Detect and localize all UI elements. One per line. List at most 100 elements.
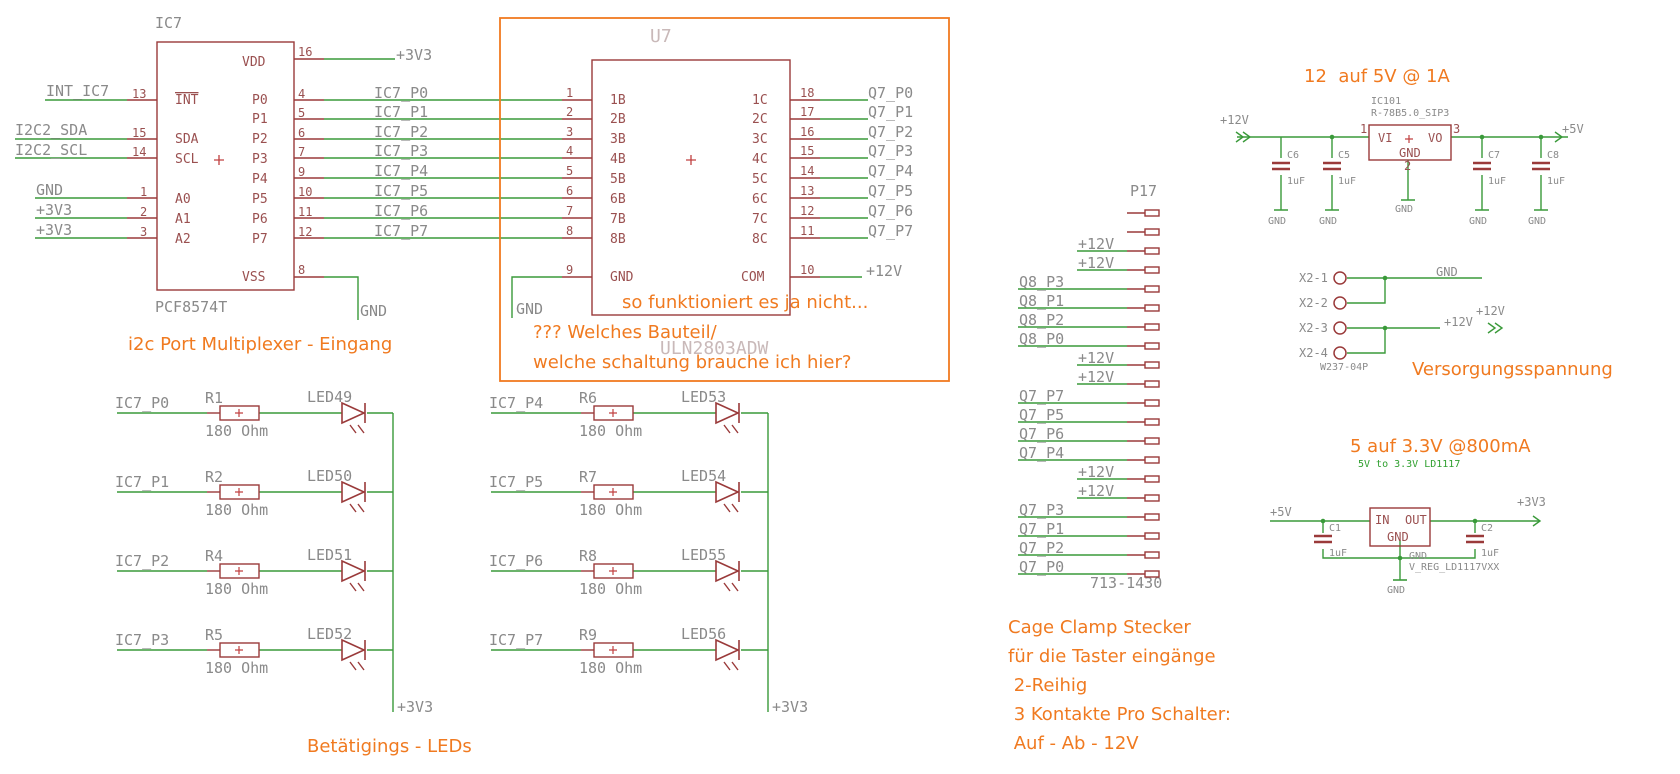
u7-uln2803[interactable]: U7 ULN2803ADW 1B 2B 3B 4B 5B 6B 7B 8B GN… <box>499 17 950 382</box>
net-q7-p5: Q7_P5 <box>868 182 913 200</box>
p17-pin-11[interactable]: Q7_P7 <box>1018 387 1160 407</box>
x2-supply-connector[interactable]: X2-1 X2-2 X2-3 X2-4 W237-04P GND +12V +1… <box>1299 265 1613 380</box>
ic7-pinnum-13: 13 <box>132 87 146 101</box>
cap-c1-val: 1uF <box>1329 548 1347 559</box>
p17-pin-8[interactable]: Q8_P0 <box>1018 330 1160 350</box>
regulator-12v-5v[interactable]: 12 auf 5V @ 1A +12V +5V IC101 R-78B5.0_S… <box>1220 66 1584 227</box>
ic7-pin-sda: SDA <box>175 132 199 147</box>
p17-pin-7[interactable]: Q8_P2 <box>1018 311 1160 331</box>
p17-pin-10[interactable]: +12V <box>1077 368 1160 388</box>
ic7-pin-p3: P3 <box>252 152 268 167</box>
u7-num-13: 13 <box>800 184 814 198</box>
ic7-origin-cross <box>214 155 224 165</box>
ic7-body <box>156 41 295 291</box>
ic7-pcf8574t[interactable]: IC7 PCF8574T VDD INT P0 P1 SDA P2 SCL P3… <box>15 14 562 355</box>
note-supply: Versorgungsspannung <box>1412 359 1613 380</box>
p17-pin-3[interactable]: +12V <box>1077 235 1160 255</box>
ic7-pinnum-9: 9 <box>298 165 305 179</box>
p17-pin-12[interactable]: Q7_P5 <box>1018 406 1160 426</box>
p17-net-label: +12V <box>1078 349 1114 367</box>
p17-connector[interactable]: P17 713-1430 +12V+12VQ8_P3Q8_P1Q8_P2Q8_P… <box>1018 182 1162 592</box>
ic7-pinnum-11: 11 <box>298 205 312 219</box>
ic7-pin-int: INT <box>175 93 199 108</box>
led-ref: LED56 <box>681 625 726 643</box>
reg33-net-in: +5V <box>1270 505 1292 519</box>
p17-pin-15[interactable]: +12V <box>1077 463 1160 483</box>
u7-num-7: 7 <box>566 204 573 218</box>
p17-pin-6[interactable]: Q8_P1 <box>1018 292 1160 312</box>
resistor-value: 180 Ohm <box>205 580 268 598</box>
u7-num-10: 10 <box>800 263 814 277</box>
resistor-ref: R9 <box>579 626 597 644</box>
reg12-pin-num-1: 1 <box>1360 122 1367 136</box>
net-vdd-3v3: +3V3 <box>396 46 432 64</box>
led-right-supply-label: +3V3 <box>772 698 808 716</box>
p17-pin-5[interactable]: Q8_P3 <box>1018 273 1160 293</box>
resistor-ref: R1 <box>205 389 223 407</box>
p17-pin-16[interactable]: +12V <box>1077 482 1160 502</box>
p17-ref: P17 <box>1130 182 1157 200</box>
ic7-pin-p2: P2 <box>252 132 268 147</box>
led-ref: LED54 <box>681 467 726 485</box>
u7-num-9: 9 <box>566 263 573 277</box>
x2-net-gnd: GND <box>1436 265 1458 279</box>
resistor-ref: R6 <box>579 389 597 407</box>
reg12-pin-num-2: 2 <box>1404 159 1411 173</box>
p17-pin-13[interactable]: Q7_P6 <box>1018 425 1160 445</box>
reg12-junction-3 <box>1538 134 1544 140</box>
cap-c6-val: 1uF <box>1287 176 1305 187</box>
u7-num-18: 18 <box>800 86 814 100</box>
reg33-junction-2 <box>1472 518 1478 524</box>
led-light-arrows-icon <box>723 503 739 513</box>
led-ref: LED51 <box>307 546 352 564</box>
ic7-pin-a1: A1 <box>175 212 191 227</box>
note-u7-3: welche schaltung brauche ich hier? <box>533 352 851 373</box>
led-left-supply-label: +3V3 <box>397 698 433 716</box>
net-int-ic7: INT_IC7 <box>46 82 109 100</box>
x2-terminal-1 <box>1333 271 1347 285</box>
p17-pin-17[interactable]: Q7_P3 <box>1018 501 1160 521</box>
ic7-pin-a2: A2 <box>175 232 191 247</box>
ic7-pin-p7: P7 <box>252 232 268 247</box>
p17-pin-18[interactable]: Q7_P1 <box>1018 520 1160 540</box>
p17-pin-9[interactable]: +12V <box>1077 349 1160 369</box>
u7-right-pin-names: 1C 2C 3C 4C 5C 6C 7C 8C COM <box>741 93 768 285</box>
resistor-value: 180 Ohm <box>205 501 268 519</box>
net-ic7-p3: IC7_P3 <box>374 142 428 160</box>
p17-net-label: Q7_P2 <box>1019 539 1064 557</box>
led-diode-icon <box>715 559 740 583</box>
p17-pin-1[interactable] <box>1127 209 1160 217</box>
p17-net-label: +12V <box>1078 463 1114 481</box>
reg12-pin-vi: VI <box>1378 131 1392 145</box>
note-cage-3: 2-Reihig <box>1008 675 1087 696</box>
regulator-5v-3v3[interactable]: 5 auf 3.3V @800mA 5V to 3.3V LD1117 +5V … <box>1270 436 1546 596</box>
reg33-part: V_REG_LD1117VXX <box>1409 562 1499 573</box>
led-diode-icon <box>341 480 366 504</box>
p17-pin-body <box>1144 380 1160 388</box>
p17-pin-4[interactable]: +12V <box>1077 254 1160 274</box>
reg12-gnd-2: GND <box>1319 216 1337 227</box>
p17-pin-20[interactable]: Q7_P0 <box>1018 558 1160 578</box>
led-light-arrows-icon <box>349 582 365 592</box>
resistor-value: 180 Ohm <box>205 422 268 440</box>
p17-pin-19[interactable]: Q7_P2 <box>1018 539 1160 559</box>
resistor-origin-cross <box>235 646 243 654</box>
u7-right-pin-numbers: 18 17 16 15 14 13 12 11 10 <box>800 86 814 277</box>
led-net-label: IC7_P6 <box>489 552 543 570</box>
p17-pin-14[interactable]: Q7_P4 <box>1018 444 1160 464</box>
led-light-arrows-icon <box>349 661 365 671</box>
p17-pin-2[interactable] <box>1127 228 1160 236</box>
note-leds: Betätigings - LEDs <box>307 736 472 757</box>
p17-pin-body <box>1144 209 1160 217</box>
note-cage-5: Auf - Ab - 12V <box>1008 733 1139 754</box>
note-u7-2: ??? Welches Bauteil/ <box>533 322 718 343</box>
